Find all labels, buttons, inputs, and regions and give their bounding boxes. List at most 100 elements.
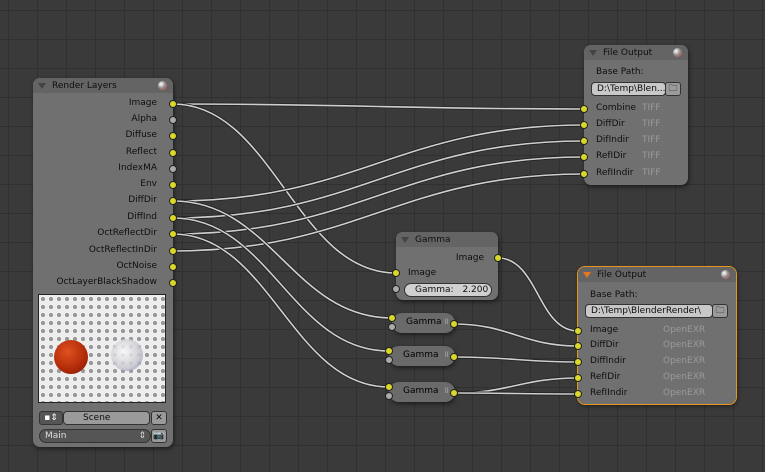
preview-sphere-icon[interactable] [158, 81, 167, 90]
node-link[interactable] [172, 103, 585, 110]
updown-icon: ⇕ [138, 431, 146, 441]
input-socket[interactable] [574, 342, 582, 350]
input-socket-gamma[interactable] [385, 392, 393, 400]
output-socket-image[interactable] [450, 389, 458, 397]
collapse-triangle-icon[interactable] [589, 49, 597, 56]
gamma-node-collapsed[interactable]: Gamma ॥ [385, 346, 458, 366]
input-socket[interactable] [580, 137, 588, 145]
input-socket[interactable] [574, 358, 582, 366]
input-label: RefIIndir [596, 168, 634, 178]
input-socket[interactable] [574, 390, 582, 398]
gamma-node-collapsed[interactable]: Gamma ॥ [385, 382, 458, 402]
input-socket-gamma[interactable] [385, 356, 393, 364]
input-socket[interactable] [574, 327, 582, 335]
file-output-node-2[interactable]: File Output Base Path: D:\Temp\BlenderRe… [574, 266, 737, 405]
format-label: TIFF [642, 135, 661, 145]
node-link[interactable] [497, 257, 579, 332]
folder-browse-icon[interactable]: 🗀 [665, 82, 681, 96]
output-socket[interactable] [169, 132, 177, 140]
input-label: DiffIndir [590, 356, 626, 366]
input-socket-gamma[interactable] [388, 323, 396, 331]
file-output-node-1[interactable]: File Output Base Path: D:\Temp\Blen... 🗀… [580, 45, 688, 185]
node-header[interactable]: File Output [584, 45, 688, 60]
node-link[interactable] [453, 323, 579, 347]
input-label: DiffDir [590, 340, 619, 350]
collapse-triangle-icon[interactable] [38, 82, 46, 89]
output-socket[interactable] [169, 263, 177, 271]
output-socket[interactable] [169, 214, 177, 222]
output-socket-image[interactable] [450, 353, 458, 361]
format-label: OpenEXR [663, 340, 706, 350]
node-header[interactable]: Render Layers [33, 78, 173, 93]
node-link[interactable] [172, 124, 585, 202]
preview-sphere-icon[interactable] [721, 270, 730, 279]
gamma-node-collapsed[interactable]: Gamma ॥ [388, 313, 458, 333]
folder-browse-icon[interactable]: 🗀 [712, 304, 728, 318]
render-layer-select[interactable]: Main⇕ [39, 429, 151, 443]
node-link[interactable] [453, 356, 579, 363]
input-socket-image[interactable] [388, 314, 396, 322]
node-link[interactable] [453, 377, 579, 394]
render-layers-node[interactable]: Render Layers Image Alpha Diffuse Reflec… [33, 78, 177, 447]
output-label: OctReflectDir [97, 228, 157, 238]
input-label: Combine [596, 103, 637, 113]
gamma-label: Gamma: [415, 285, 454, 295]
node-link[interactable] [172, 173, 585, 252]
output-socket[interactable] [169, 100, 177, 108]
scene-name: Scene [83, 413, 111, 423]
collapse-triangle-icon[interactable] [583, 271, 591, 278]
input-socket-image[interactable] [385, 383, 393, 391]
format-label: TIFF [642, 103, 661, 113]
scene-field[interactable]: Scene [63, 411, 150, 425]
node-header[interactable]: Gamma [396, 232, 498, 247]
output-socket-image[interactable] [494, 254, 502, 262]
output-label: Reflect [125, 147, 157, 157]
scene-selector-icon[interactable]: ▪⇕ [39, 411, 63, 425]
input-socket[interactable] [574, 374, 582, 382]
render-preview-image [38, 294, 166, 403]
input-socket[interactable] [580, 121, 588, 129]
format-label: TIFF [642, 119, 661, 129]
node-link[interactable] [453, 392, 579, 395]
output-socket[interactable] [169, 279, 177, 287]
format-label: TIFF [642, 151, 661, 161]
input-socket-gamma[interactable] [392, 285, 400, 293]
output-label: DiffInd [127, 212, 157, 222]
output-socket[interactable] [169, 116, 177, 124]
output-socket[interactable] [169, 181, 177, 189]
preview-sphere-icon[interactable] [673, 48, 682, 57]
input-socket[interactable] [580, 105, 588, 113]
collapse-triangle-icon[interactable] [401, 236, 409, 243]
output-socket[interactable] [169, 247, 177, 255]
node-header[interactable]: File Output [578, 267, 736, 282]
base-path-input[interactable]: D:\Temp\BlenderRender\ [585, 304, 713, 318]
node-link[interactable] [172, 233, 390, 388]
output-label: OctLayerBlackShadow [56, 277, 157, 287]
node-title: Gamma [415, 234, 451, 245]
output-label: Image [128, 98, 157, 108]
format-label: OpenEXR [663, 388, 706, 398]
base-path-input[interactable]: D:\Temp\Blen... [591, 82, 666, 96]
output-socket[interactable] [169, 230, 177, 238]
format-label: OpenEXR [663, 356, 706, 366]
node-title: Gamma [403, 386, 439, 396]
node-title: Gamma [403, 350, 439, 360]
input-socket[interactable] [580, 153, 588, 161]
output-socket-image[interactable] [450, 320, 458, 328]
input-socket-image[interactable] [392, 269, 400, 277]
render-layer-button[interactable]: 📷 [151, 429, 167, 443]
node-link[interactable] [172, 140, 585, 219]
output-socket[interactable] [169, 197, 177, 205]
input-socket-image[interactable] [385, 347, 393, 355]
unlink-scene-button[interactable]: ✕ [151, 411, 167, 425]
node-link[interactable] [172, 156, 585, 235]
input-socket[interactable] [580, 170, 588, 178]
node-link[interactable] [172, 217, 390, 352]
input-label: Image [590, 325, 619, 335]
node-link[interactable] [172, 200, 393, 319]
gamma-node[interactable]: Gamma Image Image Gamma: 2.200 [392, 232, 502, 300]
output-socket[interactable] [169, 149, 177, 157]
gamma-value-slider[interactable]: Gamma: 2.200 [404, 283, 492, 297]
output-socket[interactable] [169, 165, 177, 173]
